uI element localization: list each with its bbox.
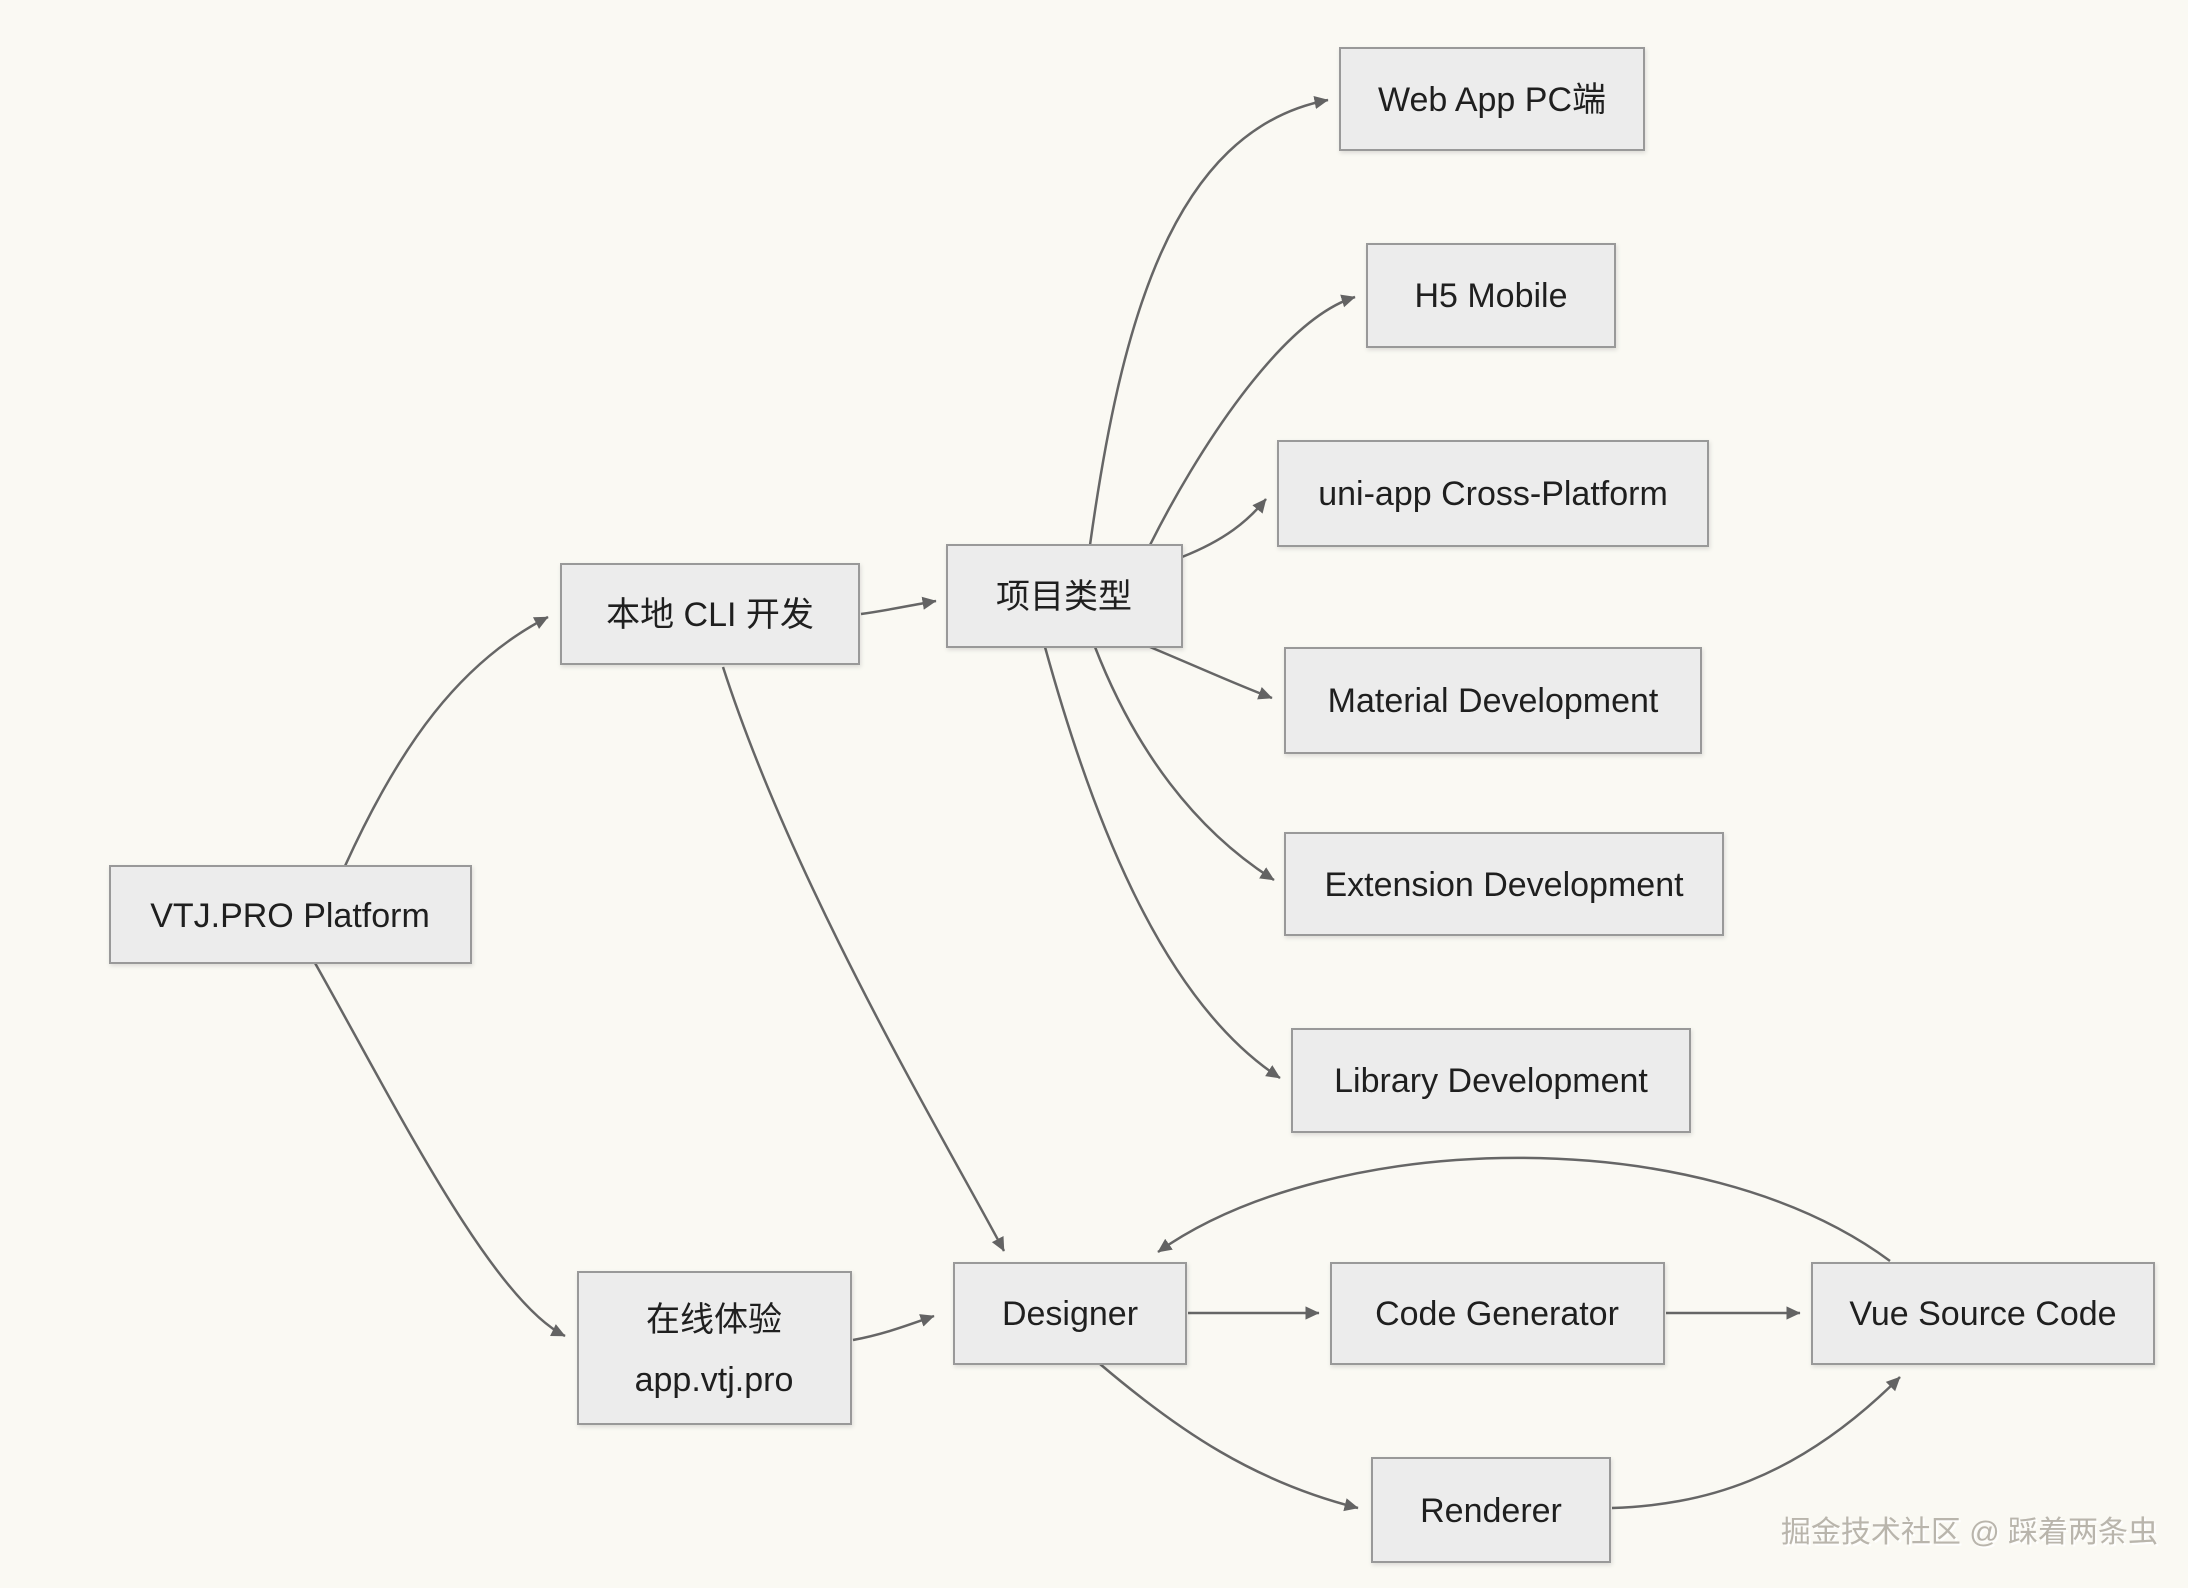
node-uniapp-box [1277, 440, 1709, 547]
node-renderer: Renderer [1371, 1457, 1611, 1563]
node-web-app: Web App PC端 [1339, 47, 1645, 151]
edges-layer [313, 96, 1901, 1512]
node-material-label: Material Development [1328, 682, 1659, 720]
node-online-label-line2: app.vtj.pro [635, 1361, 794, 1399]
node-vue-source: Vue Source Code [1811, 1262, 2155, 1365]
edge-cli-to-project-type [860, 596, 937, 616]
node-code-generator-label: Code Generator [1375, 1295, 1619, 1333]
node-online-label-line1: 在线体验 [646, 1301, 782, 1339]
node-project-type-label: 项目类型 [996, 578, 1132, 616]
node-project-type-box [946, 544, 1183, 648]
node-platform-label: VTJ.PRO Platform [150, 897, 430, 935]
node-web-app-box [1339, 47, 1645, 151]
edge-project-type-to-web-app [1088, 96, 1329, 546]
node-designer-box [953, 1262, 1187, 1365]
node-h5-box [1366, 243, 1616, 348]
node-online: 在线体验 app.vtj.pro [577, 1271, 852, 1425]
edge-project-type-to-material [1149, 645, 1273, 700]
node-renderer-box [1371, 1457, 1611, 1563]
edge-online-to-designer [852, 1314, 935, 1342]
edge-project-type-to-extension [1093, 646, 1275, 882]
node-library: Library Development [1291, 1028, 1691, 1133]
edge-cli-to-designer [721, 666, 1006, 1252]
nodes-layer: VTJ.PRO Platform 本地 CLI 开发 在线体验 app.vtj.… [109, 47, 2155, 1563]
node-code-generator: Code Generator [1330, 1262, 1665, 1365]
node-cli: 本地 CLI 开发 [560, 563, 860, 665]
edge-platform-to-cli [343, 615, 549, 867]
node-designer: Designer [953, 1262, 1187, 1365]
edge-renderer-to-vue-source [1611, 1376, 1901, 1510]
watermark: 掘金技术社区 @ 踩着两条虫 掘金技术社区 @ 踩着两条虫 [1781, 1516, 2160, 1551]
node-web-app-label: Web App PC端 [1378, 81, 1606, 119]
node-h5: H5 Mobile [1366, 243, 1616, 348]
node-platform-box [109, 865, 472, 964]
node-library-box [1291, 1028, 1691, 1133]
node-cli-box [560, 563, 860, 665]
node-library-label: Library Development [1334, 1062, 1648, 1100]
node-extension-box [1284, 832, 1724, 936]
node-uniapp-label: uni-app Cross-Platform [1318, 475, 1668, 513]
node-vue-source-label: Vue Source Code [1849, 1295, 2116, 1333]
node-project-type: 项目类型 [946, 544, 1183, 648]
edge-project-type-to-h5 [1148, 294, 1356, 546]
watermark-text: 掘金技术社区 @ 踩着两条虫 [1781, 1516, 2158, 1549]
watermark-emboss-highlight: 掘金技术社区 @ 踩着两条虫 [1783, 1518, 2160, 1551]
node-h5-label: H5 Mobile [1414, 277, 1567, 315]
node-platform: VTJ.PRO Platform [109, 865, 472, 964]
node-extension-label: Extension Development [1324, 866, 1684, 904]
edge-project-type-to-library [1043, 646, 1281, 1080]
node-material-box [1284, 647, 1702, 754]
node-cli-label: 本地 CLI 开发 [606, 596, 814, 634]
node-online-box [577, 1271, 852, 1425]
node-extension: Extension Development [1284, 832, 1724, 936]
node-code-generator-box [1330, 1262, 1665, 1365]
node-uniapp: uni-app Cross-Platform [1277, 440, 1709, 547]
node-renderer-label: Renderer [1420, 1492, 1562, 1530]
edge-project-type-to-uniapp [1181, 498, 1267, 559]
edge-vue-source-to-designer [1157, 1156, 1891, 1263]
node-designer-label: Designer [1002, 1295, 1138, 1333]
node-vue-source-box [1811, 1262, 2155, 1365]
edge-designer-to-renderer [1099, 1363, 1359, 1512]
node-material: Material Development [1284, 647, 1702, 754]
edge-platform-to-online [313, 962, 566, 1338]
